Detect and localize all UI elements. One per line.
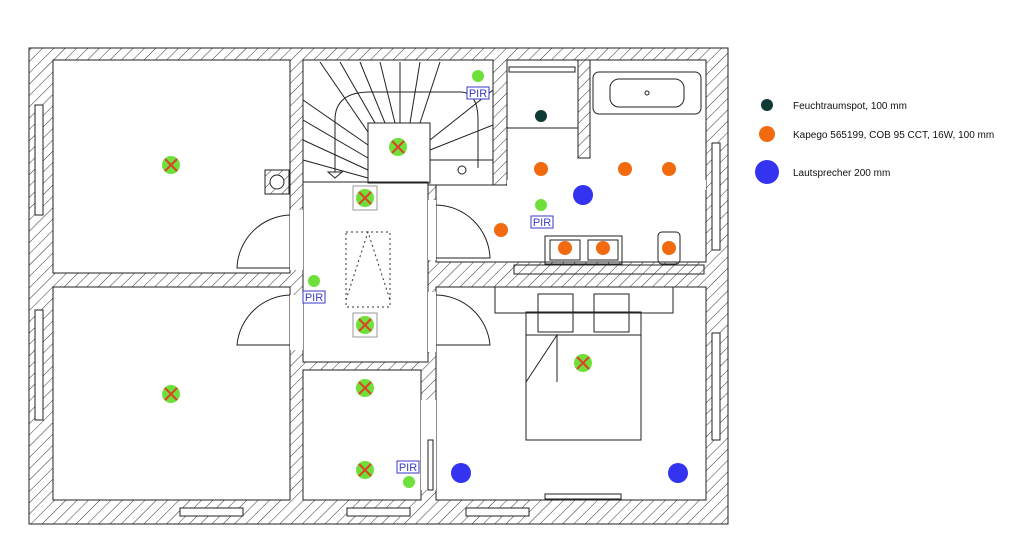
kapego-spot (534, 162, 548, 176)
ceiling-light (574, 354, 592, 372)
pir-sensor: PIR (396, 460, 420, 488)
ceiling-light (162, 156, 180, 174)
kapego-spot (618, 162, 632, 176)
stairs (302, 61, 494, 184)
pir-label: PIR (533, 217, 551, 229)
bed (494, 286, 674, 441)
speaker (573, 185, 593, 205)
kapego-spot (558, 241, 572, 255)
pir-sensor: PIR (302, 275, 326, 304)
bedroom (435, 286, 707, 501)
doors (236, 204, 622, 500)
legend: Feuchtraumspot, 100 mm Kapego 565199, CO… (755, 99, 994, 184)
legend-marker-feuchtraumspot (761, 99, 773, 111)
legend-marker-kapego (759, 126, 775, 142)
kapego-spot (596, 241, 610, 255)
legend-label: Lautsprecher 200 mm (793, 168, 890, 179)
kapego-spot (662, 241, 676, 255)
speaker (668, 463, 688, 483)
kapego-spot (662, 162, 676, 176)
kapego-spot (494, 223, 508, 237)
legend-marker-lautsprecher (755, 160, 779, 184)
pir-label: PIR (469, 88, 487, 100)
ceiling-light (356, 379, 374, 397)
ceiling-light (389, 138, 407, 156)
ceiling-light (356, 461, 374, 479)
legend-label: Feuchtraumspot, 100 mm (793, 101, 907, 112)
ceiling-light (352, 185, 378, 211)
speaker (451, 463, 471, 483)
feuchtraumspot (535, 110, 547, 122)
legend-label: Kapego 565199, COB 95 CCT, 16W, 100 mm (793, 130, 994, 141)
bathroom-lower (435, 184, 707, 263)
pir-sensor: PIR (466, 70, 490, 100)
ceiling-light (352, 312, 378, 338)
pir-sensor: PIR (530, 199, 554, 229)
pir-label: PIR (305, 292, 323, 304)
ceiling-light (162, 385, 180, 403)
windows (34, 104, 721, 517)
pir-label: PIR (399, 462, 417, 474)
